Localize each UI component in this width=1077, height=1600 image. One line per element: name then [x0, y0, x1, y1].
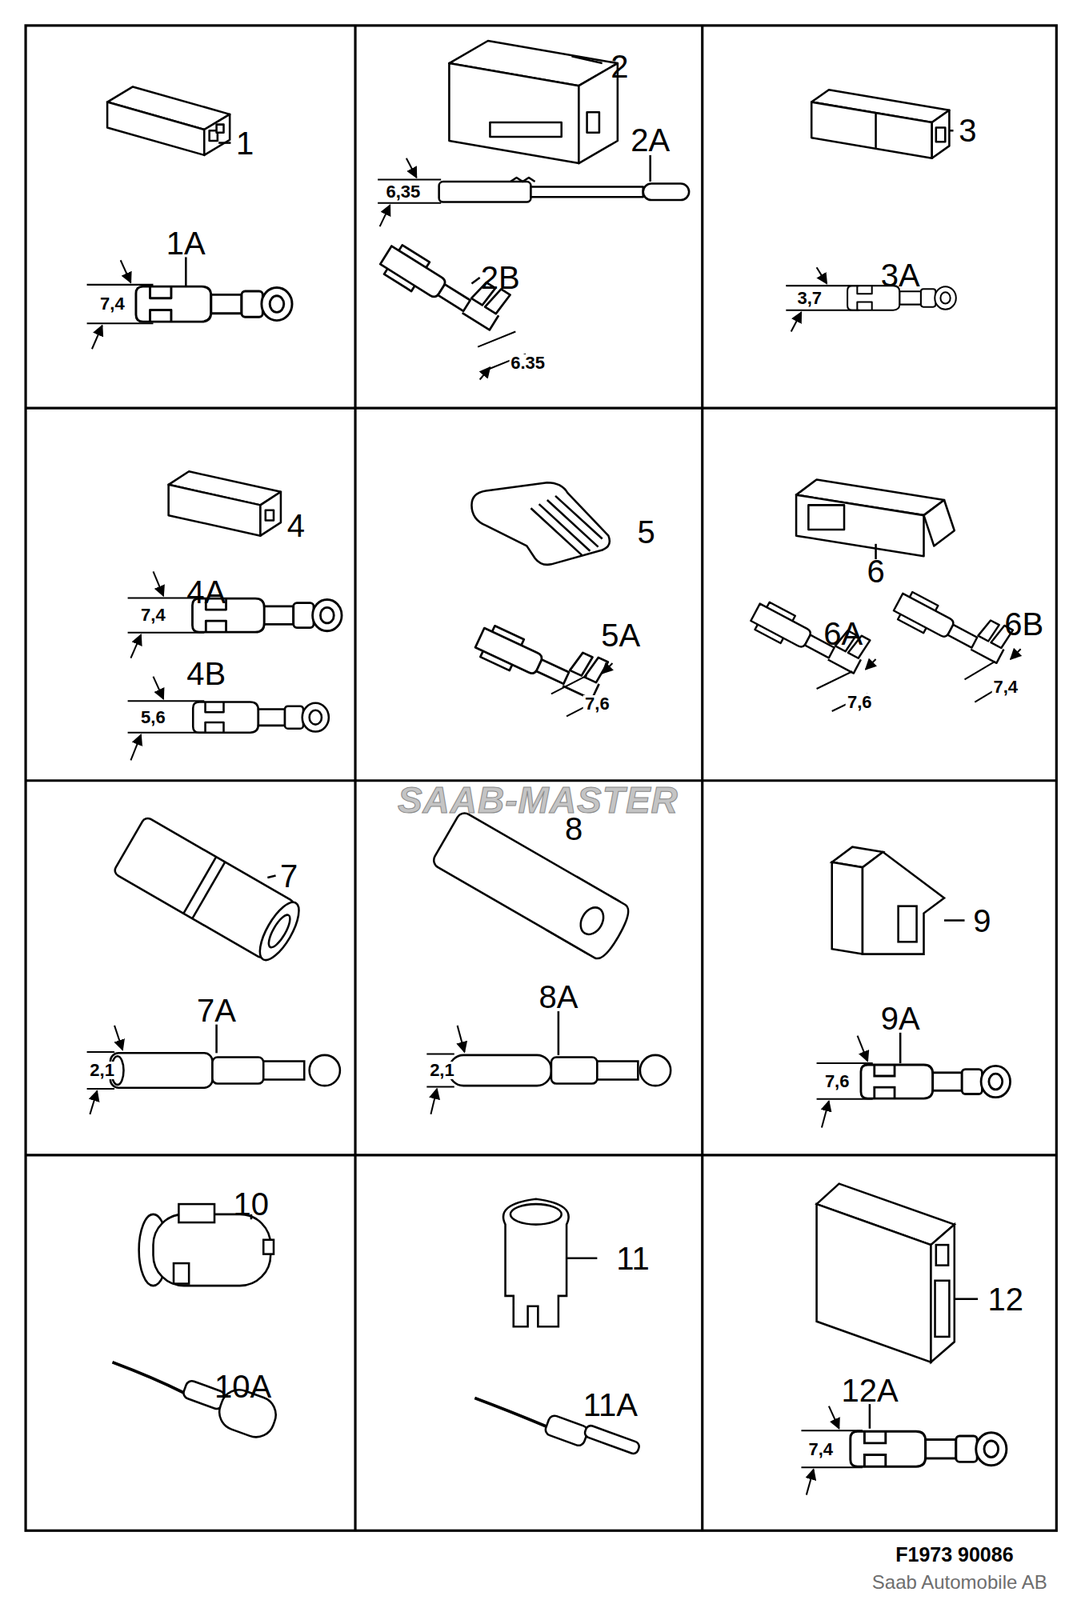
callout-number: 5A — [600, 619, 641, 652]
callout-number: 10 — [233, 1188, 270, 1221]
callout-number: 3 — [958, 114, 977, 147]
callout-number: 4 — [287, 509, 305, 542]
dimension-label: 7,6 — [823, 1072, 852, 1091]
watermark: SAAB-MASTER — [397, 781, 679, 819]
dimension-label: 7,4 — [139, 606, 168, 625]
callout-number: 6 — [867, 555, 885, 588]
callout-number: 6B — [1004, 608, 1044, 641]
callout-number: 3A — [880, 259, 921, 292]
callout-number: 2A — [630, 124, 670, 157]
callout-number: 10A — [214, 1370, 272, 1403]
callout-number: 12 — [987, 1283, 1024, 1316]
figure-number: F1973 90086 — [895, 1545, 1013, 1566]
copyright-note: Saab Automobile AB — [872, 1573, 1048, 1593]
callout-number: 8 — [564, 812, 583, 845]
callout-number: 2B — [480, 261, 521, 294]
dimension-label: 6,35 — [384, 183, 423, 201]
callout-number: 8A — [538, 980, 578, 1013]
dimension-label: 7,4 — [806, 1441, 835, 1459]
dimension-label: 6.35 — [508, 354, 547, 373]
callout-number: 9A — [880, 1002, 921, 1035]
dimension-label: 2,1 — [428, 1061, 457, 1080]
dimension-label: 7,4 — [991, 678, 1020, 697]
dimension-label: 3,7 — [795, 289, 824, 308]
callout-number: 1A — [166, 227, 206, 260]
dimension-label: 7,4 — [98, 295, 127, 313]
dimension-label: 7,6 — [845, 693, 874, 712]
callout-number: 7A — [196, 994, 237, 1027]
callout-number: 5 — [636, 516, 655, 549]
callout-number: 2 — [610, 50, 629, 83]
callout-number: 1 — [236, 127, 254, 160]
callout-number: 7 — [280, 860, 298, 893]
callout-number: 4B — [186, 657, 226, 690]
dimension-label: 2,1 — [88, 1061, 117, 1080]
callout-number: 11 — [616, 1242, 650, 1275]
dimension-label: 5,6 — [139, 708, 168, 727]
callout-number: 11A — [583, 1389, 638, 1422]
callout-number: 9 — [972, 904, 991, 937]
callout-number: 4A — [186, 576, 226, 609]
dimension-label: 7,6 — [583, 695, 612, 713]
callout-number: 12A — [840, 1374, 898, 1407]
callout-number: 6A — [823, 617, 863, 650]
